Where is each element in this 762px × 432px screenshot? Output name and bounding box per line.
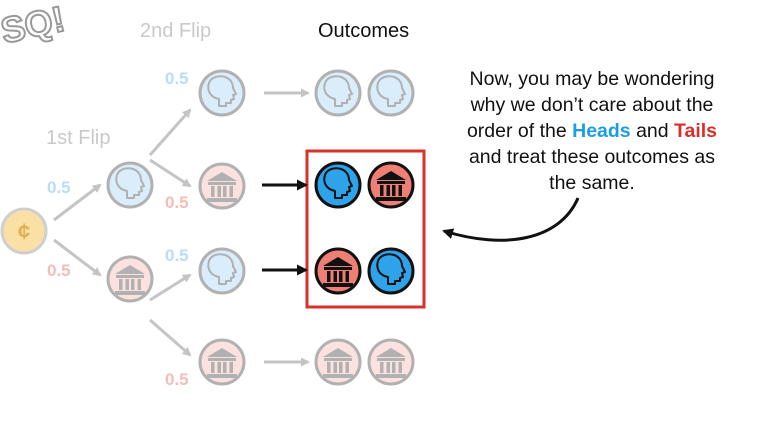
prob-first-heads: 0.5 (47, 178, 71, 197)
explanation-line-5: the same. (549, 172, 635, 194)
explanation-line-2: why we don’t care about the (470, 94, 714, 116)
outcomes-heading: Outcomes (318, 20, 410, 42)
second-flip-hh-coin (198, 69, 246, 117)
prob-hh: 0.5 (165, 69, 189, 88)
highlight-box (305, 149, 426, 309)
outcome-tt-coin-2 (367, 338, 415, 386)
second-flip-tt-coin (198, 338, 246, 386)
tree-branches (53, 88, 310, 367)
outcome-hh-coin-1 (314, 69, 362, 117)
outcome-hh-coin-2 (367, 69, 415, 117)
second-flip-ht-coin (198, 162, 246, 210)
first-flip-heads-coin (106, 161, 154, 209)
outcome-ht-heads-coin (314, 161, 362, 209)
svg-text:SQ!: SQ! (0, 0, 68, 51)
statquest-logo: SQ! (0, 0, 69, 52)
cent-symbol: ¢ (18, 219, 30, 244)
branch-t-t (149, 318, 192, 357)
branch-root-heads (53, 183, 102, 222)
first-flip-heading: 1st Flip (46, 127, 111, 149)
outcome-th-tails-coin (314, 247, 362, 295)
first-flip-tails-coin (106, 255, 154, 303)
outcome-th-heads-coin (367, 247, 415, 295)
prob-first-tails: 0.5 (47, 261, 71, 280)
outcome-tt-coin-1 (314, 338, 362, 386)
tails-word: Tails (674, 120, 718, 142)
explanation-line-4: and treat these outcomes as (468, 146, 716, 168)
branch-h-h (148, 108, 192, 156)
prob-ht: 0.5 (165, 193, 189, 212)
second-flip-heading: 2nd Flip (140, 20, 212, 42)
branch-h-t (149, 158, 192, 188)
explanation-text: Now, you may be wondering why we don’t c… (442, 66, 742, 196)
prob-th: 0.5 (165, 246, 189, 265)
curved-pointer-arrow (442, 197, 580, 242)
branch-root-tails (53, 238, 102, 277)
root-coin: ¢ (0, 207, 48, 255)
prob-tt: 0.5 (165, 370, 189, 389)
outcome-ht-tails-coin (367, 161, 415, 209)
heads-word: Heads (572, 120, 631, 142)
explanation-line-1: Now, you may be wondering (469, 68, 715, 90)
second-flip-th-coin (198, 247, 246, 295)
branch-t-h (149, 273, 192, 302)
explanation-line-3: order of the Heads and Tails (466, 120, 718, 142)
